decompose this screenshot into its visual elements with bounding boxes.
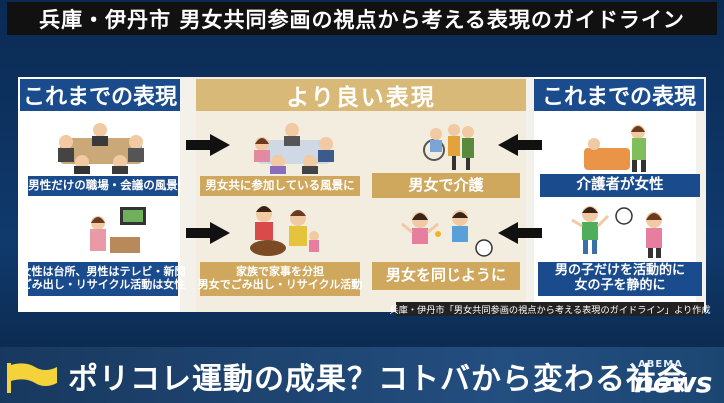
meeting-mixed-illustration [254, 123, 334, 174]
label-female-caregiver: 介護者が女性 [540, 174, 700, 197]
source-note: 兵庫・伊丹市「男女共同参画の視点から考える表現のガイドライン」より作成 [389, 302, 711, 316]
abema-logo-top: ABEMA [638, 359, 683, 370]
kitchen-tv-illustration [90, 207, 146, 253]
caption-bar [0, 347, 724, 403]
arrow-right-icon [186, 222, 230, 244]
female-caregiver-illustration [584, 125, 646, 172]
arrow-right-icon [186, 134, 230, 156]
abema-logo-news: news [634, 366, 712, 399]
label-men-only-meeting: 男性だけの職場・会議の風景 [28, 176, 178, 196]
label-kitchen-tv: 女性は台所、男性はテレビ・新聞 ごみ出し・リサイクル活動は女性 [21, 262, 186, 296]
label-family-chores-line1: 家族で家事を分担 [236, 265, 324, 279]
label-family-chores-line2: 男女でごみ出し・リサイクル活動 [197, 278, 363, 291]
headline-caption: ポリコレ運動の成果？コトバから変わる社会 [68, 362, 688, 397]
title-bar: 兵庫・伊丹市 男女共同参画の視点から考える表現のガイドライン [7, 2, 717, 35]
label-kitchen-tv-line1: 女性は台所、男性はテレビ・新聞 [20, 265, 186, 279]
label-shared-care: 男女で介護 [372, 173, 520, 198]
meeting-men-illustration [58, 123, 144, 174]
flag-icon [7, 363, 57, 393]
care-couple-illustration [423, 124, 474, 170]
label-kitchen-tv-line2: ごみ出し・リサイクル活動は女性 [20, 278, 186, 291]
label-active-boy-line2: 女の子を静的に [574, 278, 666, 293]
arrow-left-icon [498, 222, 542, 244]
arrow-left-icon [498, 134, 542, 156]
label-equal-treatment: 男女を同じように [372, 262, 520, 290]
label-active-boy-line1: 男の子だけを活動的に [554, 263, 685, 279]
label-mixed-meeting: 男女共に参加している風景に [200, 176, 360, 196]
page-title: 兵庫・伊丹市 男女共同参画の視点から考える表現のガイドライン [39, 7, 685, 32]
kids-playing-illustration [401, 210, 493, 257]
label-family-chores: 家族で家事を分担 男女でごみ出し・リサイクル活動 [197, 262, 363, 296]
left-column-header: これまでの表現 [20, 79, 180, 111]
right-column-header: これまでの表現 [534, 79, 704, 111]
middle-column-header: より良い表現 [196, 79, 526, 111]
label-active-boy: 男の子だけを活動的に 女の子を静的に [538, 262, 702, 296]
active-boy-quiet-girl-illustration [571, 206, 662, 258]
family-chores-illustration [250, 206, 319, 256]
